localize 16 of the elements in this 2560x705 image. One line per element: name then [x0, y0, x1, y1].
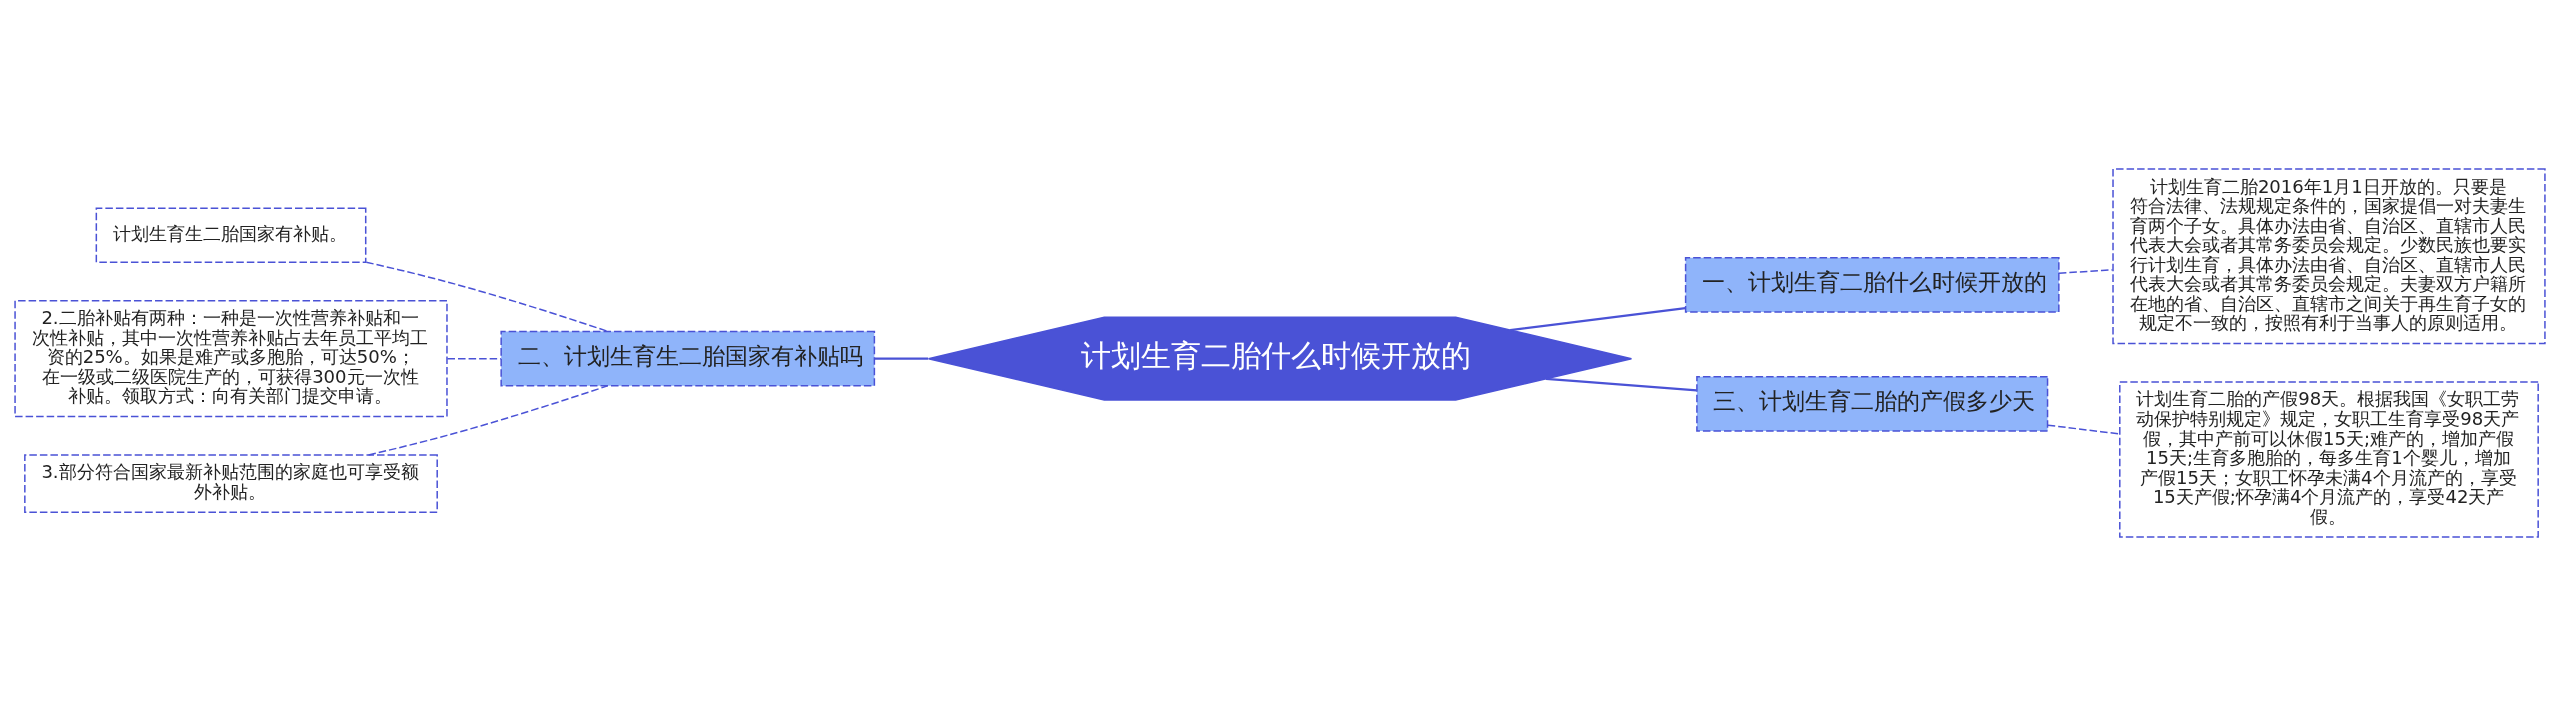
connector	[367, 384, 609, 456]
connector	[2058, 268, 2114, 274]
connector	[365, 261, 609, 332]
node-box: 计划生育二胎2016年1月1日开放的。只要是符合法律、法规规定条件的，国家提倡一对夫妻生育两个子女。具体办法由省、自治区、直辖市人民代表大会或者其常务委员会规定。少数民族也要实行计划生育，具体办法由省、自治区、直辖市人民代表大会或者其常务委员会规定。夫妻双方户籍所在地的省、自治区、直辖市之间关于再生育子女的规定不一致的，按照有利于当事人的原则适用。	[2112, 167, 2546, 344]
node-box: 三、计划生育二胎的产假多少天	[1696, 375, 2049, 432]
node-box: 2.二胎补贴有两种：一种是一次性营养补贴和一次性补贴，其中一次性营养补贴占去年员工平均工资的25%。如果是难产或多胞胎，可达50%；在一级或二级医院生产的，可获得300元一次性补贴。领取方式：向有关部门提交申请。	[14, 299, 448, 417]
node-box: 一、计划生育二胎什么时候开放的	[1684, 256, 2060, 313]
node-box: 二、计划生育生二胎国家有补贴吗	[500, 330, 876, 386]
connector	[1545, 377, 1697, 392]
connector	[874, 357, 929, 360]
connector	[446, 357, 502, 359]
connector	[2047, 423, 2121, 435]
node-box: 计划生育生二胎国家有补贴。	[95, 206, 367, 263]
connector	[1510, 306, 1686, 331]
node-box: 计划生育二胎的产假98天。根据我国《女职工劳动保护特别规定》规定，女职工生育享受98天产假，其中产前可以休假15天;难产的，增加产假15天;生育多胞胎的，每多生育1个婴儿，增加产假15天；女职工怀孕未满4个月流产的，享受15天产假;怀孕满4个月流产的，享受42天产假。	[2119, 380, 2539, 538]
node-box: 3.部分符合国家最新补贴范围的家庭也可享受额外补贴。	[24, 453, 438, 513]
